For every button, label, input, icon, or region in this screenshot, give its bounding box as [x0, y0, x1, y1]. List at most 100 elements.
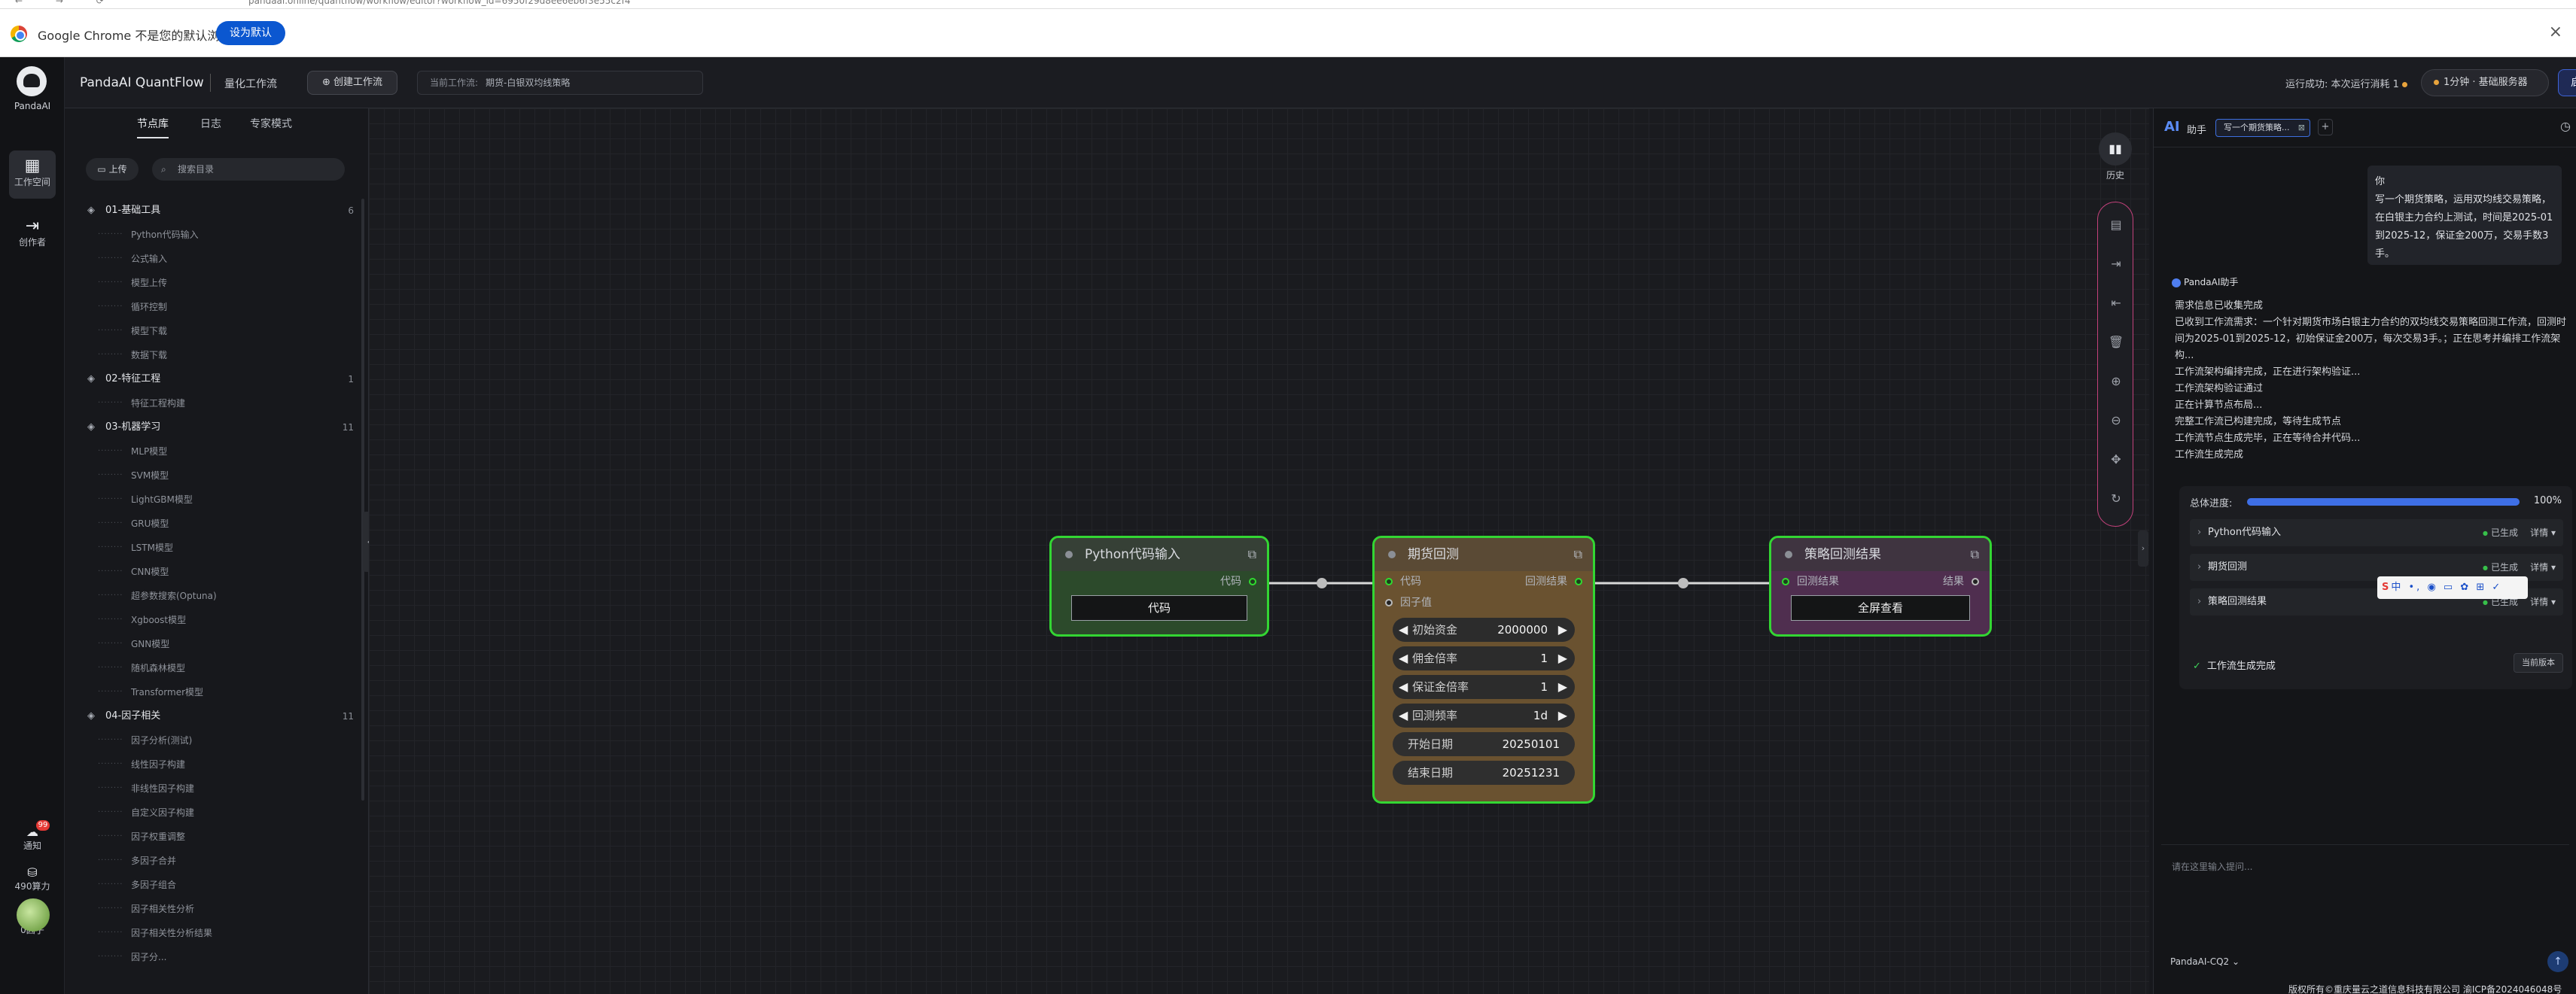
pandaai-logo-icon[interactable]	[17, 66, 47, 96]
list-item[interactable]: 自定义因子构建	[83, 801, 354, 825]
avatar[interactable]	[17, 898, 50, 932]
list-item[interactable]: Transformer模型	[83, 680, 354, 704]
ime-toolbar[interactable]: S中 •, ◉ ▭ ✿ ⊞ ✓	[2377, 576, 2528, 599]
tab-expert-mode[interactable]: 专家模式	[250, 118, 292, 130]
list-item[interactable]: 模型上传	[83, 271, 354, 295]
tab-logs[interactable]: 日志	[200, 118, 221, 130]
close-icon[interactable]: ×	[2548, 23, 2562, 41]
list-item[interactable]: Xgboost模型	[83, 608, 354, 632]
send-button[interactable]: ↑	[2547, 951, 2568, 972]
export-icon[interactable]: ⇥	[2111, 257, 2121, 271]
current-workflow-field[interactable]: 当前工作流:期货-白银双均线策略	[417, 71, 703, 95]
step-detail-button[interactable]: 详情 ▾	[2530, 562, 2556, 573]
node-backtest-result[interactable]: 策略回测结果⧉ 回测结果 结果 全屏查看	[1769, 536, 1992, 637]
zoom-out-icon[interactable]: ⊖	[2111, 413, 2121, 427]
list-item[interactable]: LSTM模型	[83, 536, 354, 560]
increment-icon[interactable]: ▶	[1557, 651, 1567, 665]
list-item[interactable]: 因子分...	[83, 945, 354, 969]
collapse-assistant-button[interactable]: ›	[2138, 530, 2148, 567]
list-item[interactable]: 数据下载	[83, 343, 354, 367]
reset-icon[interactable]: ↻	[2111, 491, 2121, 506]
list-item[interactable]: CNN模型	[83, 560, 354, 584]
edit-icon[interactable]: ⧉	[1970, 547, 1979, 561]
decrement-icon[interactable]: ◀	[1399, 679, 1408, 694]
list-item[interactable]: 超参数搜索(Optuna)	[83, 584, 354, 608]
list-item[interactable]: LightGBM模型	[83, 488, 354, 512]
decrement-icon[interactable]: ◀	[1399, 622, 1408, 637]
rail-item-notify[interactable]: ☁ 99 通知	[9, 819, 56, 855]
input-port[interactable]	[1782, 578, 1789, 585]
model-select[interactable]: PandaAI-CQ2 ⌄	[2170, 956, 2240, 967]
clock-icon[interactable]: ◷	[2560, 119, 2571, 133]
url-text[interactable]: pandaai.online/quantflow/workflow/editor…	[248, 0, 631, 6]
list-item[interactable]: 特征工程构建	[83, 391, 354, 415]
edit-icon[interactable]: ⧉	[1247, 547, 1256, 561]
rail-item-creator[interactable]: ⇥ 创作者	[9, 211, 56, 259]
input-port[interactable]	[1385, 599, 1393, 606]
output-port[interactable]	[1249, 578, 1256, 585]
list-item[interactable]: 因子分析(测试)	[83, 728, 354, 752]
new-chat-button[interactable]: +	[2318, 119, 2333, 135]
decrement-icon[interactable]: ◀	[1399, 651, 1408, 665]
list-item[interactable]: GRU模型	[83, 512, 354, 536]
output-port[interactable]	[1575, 578, 1582, 585]
param-value[interactable]: 20251231	[1502, 766, 1560, 780]
list-item[interactable]: 公式输入	[83, 247, 354, 271]
node-title[interactable]: 策略回测结果⧉	[1771, 538, 1990, 571]
list-item[interactable]: 因子相关性分析结果	[83, 921, 354, 945]
list-item[interactable]: 多因子组合	[83, 873, 354, 897]
param-value[interactable]: 1d	[1533, 709, 1548, 722]
rail-item-workspace[interactable]: ▦ 工作空间	[9, 150, 56, 199]
param-value[interactable]: 20250101	[1502, 737, 1560, 751]
chat-tab[interactable]: 写一个期货策略...⊠	[2215, 119, 2310, 137]
param-value[interactable]: 2000000	[1497, 623, 1548, 637]
rail-item-compute[interactable]: ⛁ 490算力	[9, 859, 56, 895]
browser-nav-icons[interactable]: ← → ⟳	[15, 0, 119, 6]
input-port[interactable]	[1385, 578, 1393, 585]
import-icon[interactable]: ⇤	[2111, 296, 2121, 310]
output-port[interactable]	[1972, 578, 1979, 585]
history-button[interactable]: ▮▮	[2099, 132, 2132, 166]
start-workflow-button[interactable]: 启动工作流	[2558, 69, 2576, 96]
zoom-in-icon[interactable]: ⊕	[2111, 374, 2121, 388]
step-detail-button[interactable]: 详情 ▾	[2530, 527, 2556, 538]
browser-url-bar[interactable]: ← → ⟳ pandaai.online/quantflow/workflow/…	[0, 0, 2576, 9]
list-item[interactable]: 模型下载	[83, 319, 354, 343]
increment-icon[interactable]: ▶	[1557, 679, 1567, 694]
list-item[interactable]: 因子权重调整	[83, 825, 354, 849]
list-item[interactable]: GNN模型	[83, 632, 354, 656]
param-value[interactable]: 1	[1540, 652, 1548, 665]
set-default-button[interactable]: 设为默认	[216, 21, 285, 45]
list-item[interactable]: 线性因子构建	[83, 752, 354, 777]
fit-view-icon[interactable]: ✥	[2111, 452, 2121, 467]
list-item[interactable]: 非线性因子构建	[83, 777, 354, 801]
list-item[interactable]: MLP模型	[83, 439, 354, 464]
list-item[interactable]: SVM模型	[83, 464, 354, 488]
code-button[interactable]: 代码	[1071, 595, 1247, 621]
fullscreen-view-button[interactable]: 全屏查看	[1791, 595, 1970, 621]
step-detail-button[interactable]: 详情 ▾	[2530, 597, 2556, 607]
list-item[interactable]: 因子相关性分析	[83, 897, 354, 921]
list-item[interactable]: 随机森林模型	[83, 656, 354, 680]
param-value[interactable]: 1	[1540, 680, 1548, 694]
save-icon[interactable]: ▤	[2110, 217, 2122, 232]
create-workflow-button[interactable]: ⊕ 创建工作流	[307, 71, 397, 95]
tab-node-library[interactable]: 节点库	[137, 116, 169, 138]
increment-icon[interactable]: ▶	[1557, 708, 1567, 722]
node-python-code-input[interactable]: Python代码输入⧉ 代码 代码	[1049, 536, 1269, 637]
decrement-icon[interactable]: ◀	[1399, 708, 1408, 722]
upload-button[interactable]: ▭ 上传	[86, 158, 139, 181]
close-tab-icon[interactable]: ⊠	[2297, 123, 2305, 132]
edit-icon[interactable]: ⧉	[1573, 547, 1582, 561]
